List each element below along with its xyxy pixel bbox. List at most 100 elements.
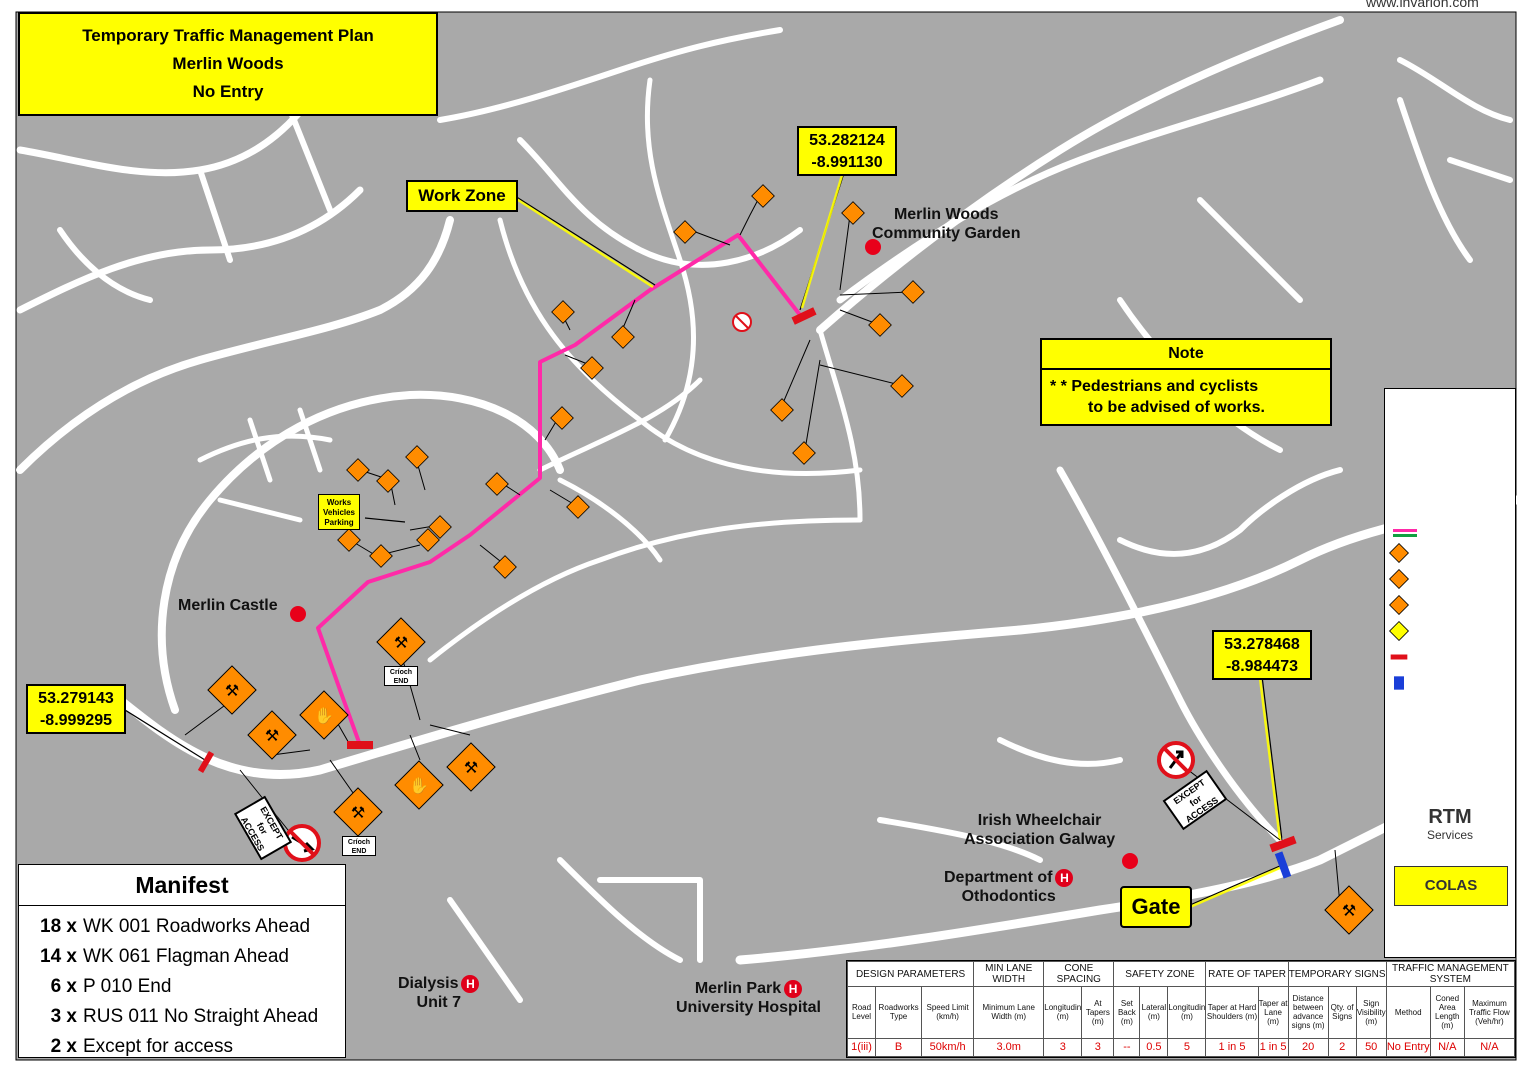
manifest-label: WK 001 Roadworks Ahead xyxy=(83,916,311,937)
title-line-2: Merlin Woods xyxy=(172,54,284,73)
column-header: Road Level xyxy=(846,986,877,1039)
ortho-line-2: Othodontics xyxy=(961,888,1056,905)
legend-panel xyxy=(1384,388,1516,958)
column-header: Distance between advance signs (m) xyxy=(1287,986,1329,1039)
coord-right-lat: 53.278468 xyxy=(1224,636,1300,653)
rtm-logo-sub: Services xyxy=(1426,828,1473,842)
barrier-top xyxy=(791,307,817,325)
road-network xyxy=(16,16,1521,1003)
svg-text:⚒: ⚒ xyxy=(464,760,478,777)
legend-row xyxy=(1389,543,1511,563)
column-header: Longitudinal (m) xyxy=(1167,986,1207,1039)
legend-row xyxy=(1389,569,1511,589)
place-wheelchair-association: Irish Wheelchair Association Galway xyxy=(964,811,1115,849)
castle-inner-roads xyxy=(197,407,333,523)
small-signs xyxy=(337,184,925,579)
residential-road-b xyxy=(437,27,783,123)
column-header: Minimum Lane Width (m) xyxy=(973,986,1045,1039)
manifest-label: P 010 End xyxy=(83,976,172,997)
manifest-item: 6 x P 010 End xyxy=(19,972,345,1002)
column-header: At Tapers (m) xyxy=(1081,986,1115,1039)
trail-2 xyxy=(644,77,697,443)
garden-line-1: Merlin Woods xyxy=(893,206,999,223)
hospital-icon: H xyxy=(784,979,803,998)
garden-marker xyxy=(865,239,881,255)
manifest-title: Manifest xyxy=(19,865,345,906)
column-header: Lateral (m) xyxy=(1139,986,1169,1039)
coord-label-right: 53.278468 -8.984473 xyxy=(1212,630,1312,680)
group-header: SAFETY ZONE xyxy=(1113,961,1207,987)
column-header: Roadworks Type xyxy=(875,986,923,1039)
uneven-surface-sign-icon xyxy=(1389,569,1409,589)
table-cell: No Entry xyxy=(1385,1037,1431,1058)
hospital-icon: H xyxy=(461,974,480,993)
bottom-right-road xyxy=(877,737,1123,863)
manifest-label: RUS 011 No Straight Ahead xyxy=(83,1006,319,1027)
table-cell: 0.5 xyxy=(1139,1037,1169,1058)
trail-5 xyxy=(557,477,663,563)
group-header: MIN LANE WIDTH xyxy=(973,961,1045,987)
roadworks-sign-icon xyxy=(1389,543,1409,563)
table-cell: 5 xyxy=(1167,1037,1207,1058)
coord-left-lon: -8.999295 xyxy=(39,712,113,729)
main-road xyxy=(115,495,1521,779)
barrier-icon xyxy=(1390,654,1408,660)
top-left-road-2 xyxy=(16,186,364,314)
table-cell: 50km/h xyxy=(921,1037,975,1058)
note-line-1: * * Pedestrians and cyclists xyxy=(1050,378,1259,395)
table-cell: N/A xyxy=(1463,1037,1516,1058)
group-header: DESIGN PARAMETERS xyxy=(846,961,975,987)
note-title: Note xyxy=(1042,340,1330,370)
group-header: TEMPORARY SIGNS xyxy=(1287,961,1387,987)
right-diagonal-road-2 xyxy=(836,76,1324,304)
column-header: Qty. of Signs xyxy=(1327,986,1357,1039)
no-straight-ahead-sign xyxy=(1157,741,1195,779)
manifest-qty: 6 x xyxy=(50,976,77,997)
wheelchair-line-2: Association Galway xyxy=(964,831,1116,848)
legend-work-zone-line xyxy=(1393,529,1417,532)
end-plaque: Críoch END xyxy=(384,666,418,686)
place-merlin-castle: Merlin Castle xyxy=(178,597,278,614)
trail-3 xyxy=(537,327,863,523)
hospital-line-1: Merlin Park xyxy=(694,980,782,997)
manifest-label: Except for access xyxy=(83,1036,233,1057)
column-header: Longitudinal (m) xyxy=(1043,986,1083,1039)
coord-left-lat: 53.279143 xyxy=(38,690,114,707)
note-box: Note * * Pedestrians and cyclists to be … xyxy=(1040,338,1332,426)
place-community-garden: Merlin Woods Community Garden xyxy=(872,205,1020,243)
work-zone-route xyxy=(316,233,802,746)
table-cell: 1 in 5 xyxy=(1205,1037,1259,1058)
legend-row xyxy=(1389,621,1511,641)
group-header: CONE SPACING xyxy=(1043,961,1115,987)
svg-text:⚒: ⚒ xyxy=(1342,903,1356,920)
table-cell: -- xyxy=(1113,1037,1141,1058)
svg-text:✋: ✋ xyxy=(314,706,334,725)
works-parking-label: Works Vehicles Parking xyxy=(318,494,360,530)
right-road-down xyxy=(1056,466,1284,844)
manifest-qty: 3 x xyxy=(50,1006,77,1027)
legend-row xyxy=(1389,647,1511,667)
end-plaque: Críoch END xyxy=(342,836,376,856)
no-straight-ahead-sign xyxy=(732,312,752,332)
barrier-gate xyxy=(1269,835,1297,853)
coord-label-left: 53.279143 -8.999295 xyxy=(26,684,126,734)
manifest-label: WK 061 Flagman Ahead xyxy=(83,946,289,967)
column-header: Method xyxy=(1385,986,1431,1039)
svg-text:⚒: ⚒ xyxy=(265,728,279,745)
rtm-logo: RTM Services xyxy=(1388,806,1512,856)
legend-row xyxy=(1389,595,1511,615)
title-box: Temporary Traffic Management Plan Merlin… xyxy=(18,12,438,116)
leader-highlight xyxy=(514,171,1283,909)
table-cell: B xyxy=(875,1037,923,1058)
castle-marker xyxy=(290,606,306,622)
table-cell: 50 xyxy=(1355,1037,1387,1058)
manifest-item: 3 x RUS 011 No Straight Ahead xyxy=(19,1002,345,1032)
dialysis-line-1: Dialysis xyxy=(398,975,459,992)
svg-text:✋: ✋ xyxy=(409,776,429,795)
table-cell: 3 xyxy=(1043,1037,1083,1058)
right-diagonal-road xyxy=(816,16,1344,334)
